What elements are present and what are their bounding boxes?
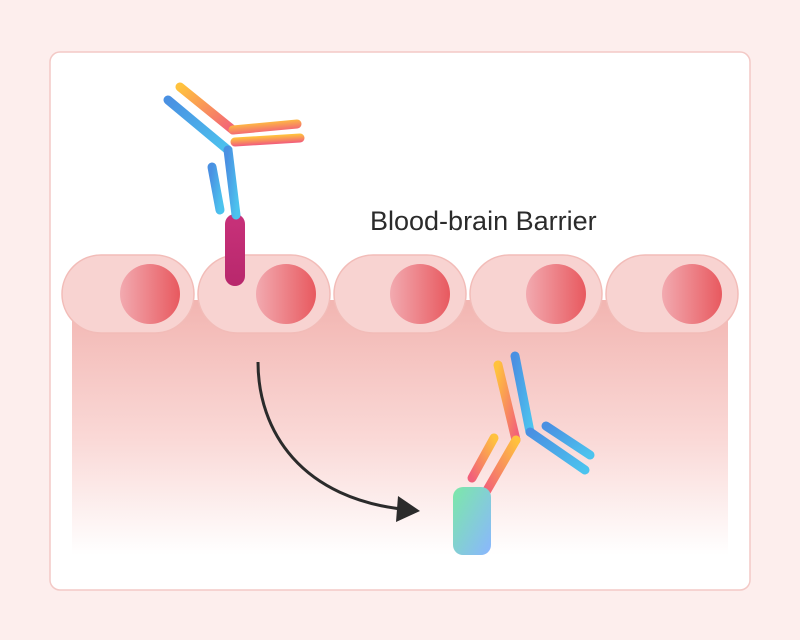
- endothelial-cell-layer: [61, 254, 739, 334]
- cell-nucleus: [526, 264, 586, 324]
- endothelial-cell: [197, 254, 331, 334]
- antibody-inside-icon: [467, 351, 595, 497]
- payload-module: [453, 487, 491, 555]
- cell-nucleus: [390, 264, 450, 324]
- barrier-label: Blood-brain Barrier: [370, 206, 597, 236]
- endothelial-cell: [605, 254, 739, 334]
- antibody-outside-icon: [163, 82, 305, 220]
- endothelial-cell: [61, 254, 195, 334]
- cell-nucleus: [120, 264, 180, 324]
- transcytosis-arrow: [256, 361, 411, 512]
- cell-nucleus: [256, 264, 316, 324]
- endothelial-cell: [333, 254, 467, 334]
- cell-nucleus: [662, 264, 722, 324]
- endothelial-cell: [469, 254, 603, 334]
- arrow-head-icon: [396, 496, 420, 522]
- shuttle-module: [225, 214, 245, 286]
